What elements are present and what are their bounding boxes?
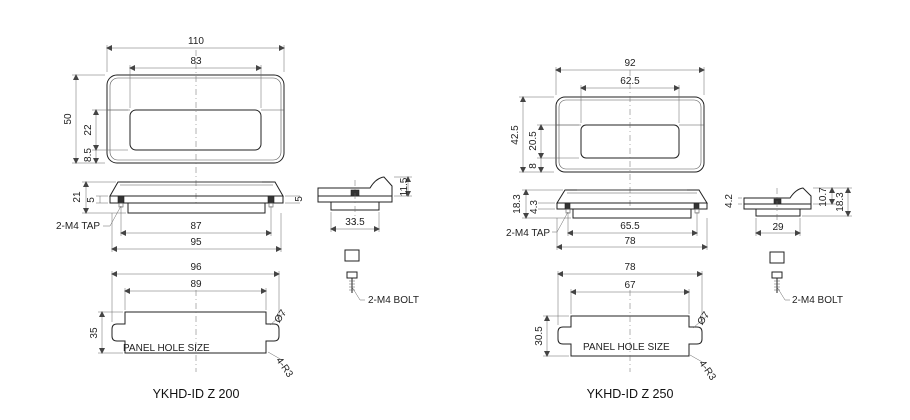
dim-end-width: 33.5 bbox=[345, 217, 365, 228]
end-view-z200: 11.5 33.5 bbox=[317, 176, 412, 232]
dim-side-right-gap: 5 bbox=[294, 196, 305, 202]
dim-tap-spacing: 87 bbox=[190, 221, 202, 232]
model-z200: 110 83 50 22 8.5 bbox=[56, 36, 419, 401]
dim-front-inner-height: 20.5 bbox=[528, 131, 539, 151]
dim-end-width: 29 bbox=[772, 222, 784, 233]
dim-side-overall-height: 18.3 bbox=[512, 194, 523, 214]
dim-front-inner-width: 83 bbox=[190, 56, 202, 67]
dim-front-overall-height: 50 bbox=[63, 113, 74, 125]
corner-radius: 4-R3 bbox=[273, 356, 295, 380]
front-view-z200: 110 83 50 22 8.5 bbox=[63, 36, 285, 205]
bolt-label: 2-M4 BOLT bbox=[792, 295, 843, 306]
bolt-z200: 2-M4 BOLT bbox=[344, 249, 419, 306]
hole-dia: Ø7 bbox=[696, 310, 713, 328]
dim-panel-overall-width: 96 bbox=[190, 262, 202, 273]
dim-panel-inner-width: 67 bbox=[624, 280, 636, 291]
dim-body-width: 78 bbox=[624, 236, 636, 247]
bolt-label: 2-M4 BOLT bbox=[368, 295, 419, 306]
dim-body-width: 95 bbox=[190, 237, 202, 248]
dim-end-height: 10.7 bbox=[818, 187, 829, 207]
dim-side-flange: 5 bbox=[86, 197, 97, 203]
dim-side-overall-height: 21 bbox=[72, 191, 83, 203]
dim-panel-inner-width: 89 bbox=[190, 279, 202, 290]
tap-label: 2-M4 TAP bbox=[506, 228, 550, 239]
dim-panel-overall-width: 78 bbox=[624, 262, 636, 273]
front-view-z250: 92 62.5 42.5 20.5 8 bbox=[510, 58, 705, 208]
dim-front-overall-width: 110 bbox=[188, 36, 204, 47]
dim-tap-spacing: 65.5 bbox=[620, 221, 640, 232]
dim-front-inner-height: 22 bbox=[83, 124, 94, 136]
panel-label: PANEL HOLE SIZE bbox=[123, 343, 210, 354]
panel-hole-z200: PANEL HOLE SIZE 96 89 35 Ø7 4-R3 bbox=[89, 262, 295, 380]
model-z250: 92 62.5 42.5 20.5 8 bbox=[506, 58, 852, 401]
dim-front-overall-width: 92 bbox=[624, 58, 636, 69]
dim-panel-height: 30.5 bbox=[534, 326, 545, 346]
dim-end-height-left: 4.2 bbox=[724, 194, 735, 208]
side-view-z250: 18.3 4.3 2-M4 TAP 65.5 78 bbox=[506, 189, 708, 250]
model-title-z250: YKHD-ID Z 250 bbox=[587, 387, 674, 401]
dim-side-flange: 4.3 bbox=[529, 200, 540, 214]
dim-front-bottom-offset: 8 bbox=[528, 163, 539, 169]
dim-front-inner-width: 62.5 bbox=[620, 76, 640, 87]
dim-end-height2: 18.3 bbox=[835, 192, 846, 212]
bolt-z250: 2-M4 BOLT bbox=[769, 251, 843, 306]
panel-label: PANEL HOLE SIZE bbox=[583, 342, 670, 353]
dim-front-overall-height: 42.5 bbox=[510, 125, 521, 145]
tap-label: 2-M4 TAP bbox=[56, 221, 100, 232]
hole-dia: Ø7 bbox=[273, 308, 290, 326]
corner-radius: 4-R3 bbox=[696, 359, 718, 383]
side-view-z200: 21 5 5 2-M4 TAP 87 95 bbox=[56, 181, 305, 252]
end-view-z250: 4.2 10.7 18.3 29 bbox=[724, 187, 852, 236]
dim-front-bottom-offset: 8.5 bbox=[83, 148, 94, 162]
dim-panel-height: 35 bbox=[89, 327, 100, 339]
model-title-z200: YKHD-ID Z 200 bbox=[153, 387, 240, 401]
panel-hole-z250: PANEL HOLE SIZE 78 67 30.5 Ø7 4-R3 bbox=[534, 262, 718, 383]
dim-end-height: 11.5 bbox=[399, 177, 410, 196]
